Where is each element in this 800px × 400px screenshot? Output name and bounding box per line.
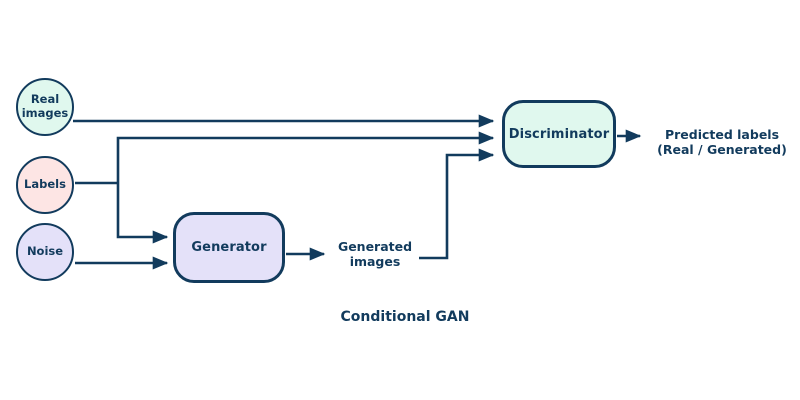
node-labels-label: Labels xyxy=(24,177,66,192)
node-labels: Labels xyxy=(16,156,74,214)
node-noise: Noise xyxy=(16,223,74,281)
predicted-labels-line1: Predicted labels xyxy=(664,127,780,142)
predicted-labels-line2: (Real / Generated) xyxy=(657,142,787,158)
node-real-images-label: Real images xyxy=(21,92,69,120)
node-noise-label: Noise xyxy=(26,244,64,259)
predicted-labels-label: Predicted labels (Real / Generated) xyxy=(648,127,796,158)
edge-labels-to-generator xyxy=(116,183,169,244)
diagram-title: Conditional GAN xyxy=(340,309,470,325)
node-generator-label: Generator xyxy=(191,240,267,255)
generated-images-label: Generated images xyxy=(328,239,422,270)
edge-labels-to-discriminator xyxy=(116,131,495,183)
node-discriminator: Discriminator xyxy=(502,100,616,168)
node-discriminator-label: Discriminator xyxy=(508,126,610,142)
node-real-images: Real images xyxy=(16,78,74,136)
edge-generated-images-to-discriminator xyxy=(419,148,495,260)
node-generator: Generator xyxy=(173,212,285,283)
generated-images-text: Generated images xyxy=(337,239,413,270)
